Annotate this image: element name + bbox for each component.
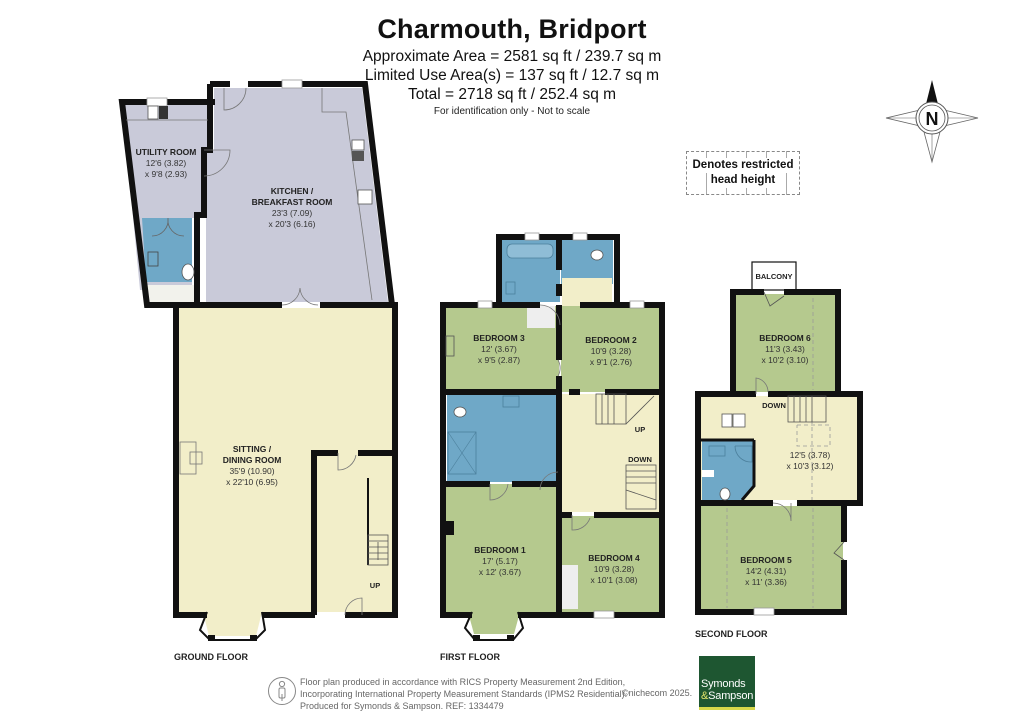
symonds-sampson-logo: Symonds &Sampson [699, 656, 755, 710]
room-label-kitchen: KITCHEN / BREAKFAST ROOM 23'3 (7.09) x 2… [251, 186, 333, 229]
room-label-utility: UTILITY ROOM 12'6 (3.82) x 9'8 (2.93) [135, 147, 197, 179]
limited-use-area: Limited Use Area(s) = 137 sq ft / 12.7 s… [364, 67, 660, 84]
room-label-bedroom-4: BEDROOM 4 10'9 (3.28) x 10'1 (3.08) [588, 553, 640, 585]
ipms-person-icon [268, 677, 296, 705]
restricted-height-legend: Denotes restricted head height [686, 151, 800, 195]
sitting-bay-window [203, 612, 262, 636]
first-stairs-down-label: DOWN [628, 455, 652, 464]
footer-notes: Floor plan produced in accordance with R… [300, 677, 628, 711]
floor-label-first: FIRST FLOOR [440, 652, 500, 662]
compass-label: N [926, 109, 939, 129]
room-label-bedroom-1: BEDROOM 1 17' (5.17) x 12' (3.67) [474, 545, 526, 577]
balcony-label: BALCONY [755, 272, 793, 281]
disclaimer: For identification only - Not to scale [433, 106, 591, 117]
room-label-second-landing: 12'5 (3.78) x 10'3 (3.12) [786, 450, 834, 471]
floor-label-ground: GROUND FLOOR [174, 652, 248, 662]
stairs-up-label: UP [369, 581, 381, 590]
ground-floor-plan [118, 79, 398, 641]
page-title: Charmouth, Bridport [377, 14, 647, 44]
first-stairs-up-label: UP [634, 425, 646, 434]
utility-cupboard [147, 285, 198, 302]
second-stairs-down-label: DOWN [762, 401, 786, 410]
kitchen-area [206, 88, 388, 302]
room-label-bedroom-3: BEDROOM 3 12' (3.67) x 9'5 (2.87) [473, 333, 525, 365]
room-label-bedroom-5: BEDROOM 5 14'2 (4.31) x 11' (3.36) [740, 555, 792, 587]
room-label-bedroom-2: BEDROOM 2 10'9 (3.28) x 9'1 (2.76) [585, 335, 637, 367]
total-area: Total = 2718 sq ft / 252.4 sq m [407, 86, 617, 103]
floor-label-second: SECOND FLOOR [695, 629, 768, 639]
first-floor-plan [440, 232, 665, 641]
second-floor-plan [695, 261, 863, 616]
room-label-sitting-dining: SITTING / DINING ROOM 35'9 (10.90) x 22'… [222, 444, 282, 487]
sitting-room-area [178, 308, 392, 612]
legend-line-2: head height [709, 173, 777, 188]
legend-line-1: Denotes restricted [691, 158, 795, 173]
room-label-bedroom-6: BEDROOM 6 11'3 (3.43) x 10'2 (3.10) [759, 333, 811, 365]
north-arrow-icon: N [885, 80, 979, 164]
copyright: ©nichecom 2025. [622, 688, 693, 698]
approximate-area: Approximate Area = 2581 sq ft / 239.7 sq… [362, 48, 662, 65]
